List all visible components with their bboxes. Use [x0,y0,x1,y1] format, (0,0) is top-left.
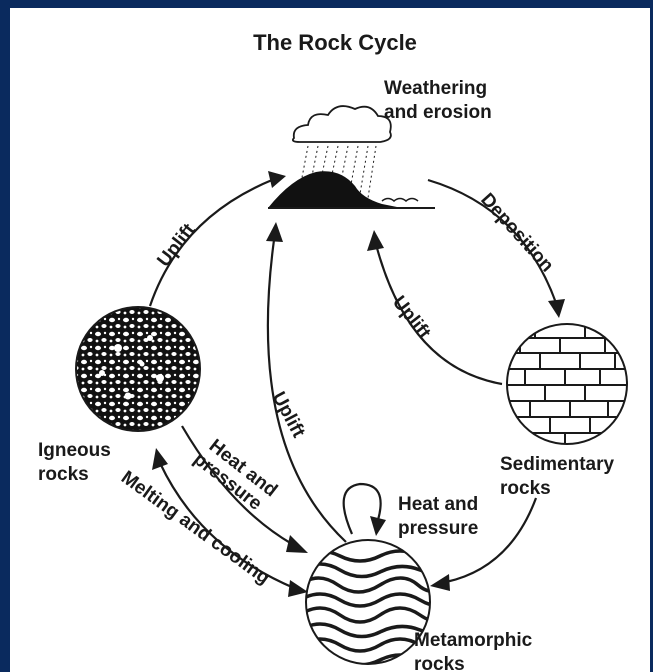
arrow-uplift-sedimentary [367,230,502,384]
sedimentary-line2: rocks [500,478,551,499]
diagram-svg: The Rock Cycle Weathering and erosion [10,8,650,672]
metamorphic-line1: Metamorphic [414,630,533,651]
sedimentary-rock [500,324,630,448]
sedimentary-label: Sedimentary rocks [500,454,619,499]
sedimentary-line1: Sedimentary [500,454,614,475]
weathering-label: Weathering and erosion [384,78,492,123]
uplift-igneous-label: Uplift [153,219,200,271]
uplift-metamorphic-label: Uplift [268,388,310,441]
igneous-rock [76,307,200,431]
weathering-line2: and erosion [384,102,492,123]
igneous-line2: rocks [38,464,89,485]
deposition-label: Deposition [476,189,557,276]
heat-pressure-igneous-label: Heat and pressure [189,433,285,520]
heat-pressure-sedimentary-line1: Heat and [398,494,478,515]
uplift-sedimentary-label: Uplift [388,292,435,344]
igneous-label: Igneous rocks [38,440,116,485]
arrow-metamorphic-loop [344,484,386,536]
heat-pressure-sedimentary-line2: pressure [398,518,478,539]
metamorphic-line2: rocks [414,654,465,672]
weathering-line1: Weathering [384,78,487,99]
heat-pressure-sedimentary-label: Heat and pressure [398,494,484,539]
rock-cycle-diagram: The Rock Cycle Weathering and erosion [10,8,650,672]
diagram-title: The Rock Cycle [253,30,417,55]
metamorphic-label: Metamorphic rocks [414,630,538,672]
igneous-line1: Igneous [38,440,111,461]
